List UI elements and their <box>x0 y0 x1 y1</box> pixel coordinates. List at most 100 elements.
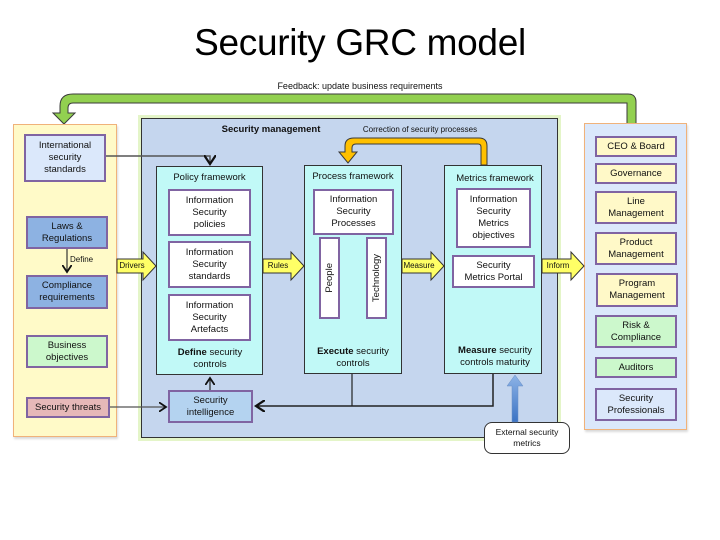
box-label-line: Compliance <box>610 331 662 343</box>
box-label-line: Security <box>336 206 371 217</box>
box-label-line: Management <box>609 290 665 301</box>
box-label-line: Artefacts <box>190 323 229 335</box>
box-label-line: Processes <box>331 218 376 229</box>
box-label: CEO & Board <box>607 141 665 153</box>
box-label-line: Risk & <box>622 319 650 331</box>
box-label-line: Management <box>608 207 664 219</box>
box-label-line: metrics <box>513 438 541 448</box>
policy-caption-bold: Define <box>177 347 207 358</box>
box-label-line: External security <box>495 427 559 437</box>
box-label-line: Information <box>185 299 234 311</box>
box-label-line: objectives <box>472 230 515 241</box>
box-label-line: Regulations <box>41 232 93 244</box>
policy-caption: Define security controls <box>170 347 250 371</box>
rules-arrow <box>262 250 305 282</box>
box-label-line: Management <box>608 248 664 260</box>
people-pillar: People <box>319 237 340 319</box>
box-label-line: Information <box>329 194 378 205</box>
policy-caption-rest: security controls <box>193 347 243 370</box>
process-caption-rest: security controls <box>336 346 389 369</box>
box-label-line: objectives <box>45 351 89 363</box>
metrics-caption-rest: security controls maturity <box>460 345 532 368</box>
box-label-line: Security <box>192 258 227 270</box>
box-label: Risk &Compliance <box>611 320 661 344</box>
metrics-caption-bold: Measure <box>458 345 497 356</box>
box-label-line: Security <box>192 206 227 218</box>
measure-label: Measure <box>403 261 435 270</box>
technology-pillar: Technology <box>366 237 387 319</box>
inform-arrow <box>541 250 585 282</box>
box-label-line: Product <box>619 236 653 248</box>
auditors-box: Auditors <box>595 357 677 378</box>
box-label-line: Security <box>192 311 227 323</box>
process-framework-title: Process framework <box>312 171 394 182</box>
box-label-line: Business <box>47 339 87 351</box>
box-label-line: security <box>48 152 82 163</box>
feedback-arrow <box>51 93 637 125</box>
box-label-line: Auditors <box>618 361 654 373</box>
metrics-feedback-line <box>256 374 494 406</box>
box-label-line: Metrics Portal <box>464 271 523 283</box>
box-label-line: Security <box>476 259 511 271</box>
standards-to-policy-line <box>106 156 210 164</box>
box-label: Governance <box>610 168 662 180</box>
governance-box: Governance <box>595 163 677 184</box>
security-threats-box: Security threats <box>26 397 110 418</box>
box-label-line: Information <box>185 246 234 258</box>
rules-label: Rules <box>267 261 289 270</box>
box-label-line: Line <box>627 195 645 207</box>
box-label-line: Information <box>185 194 234 206</box>
box-label-line: Governance <box>610 167 662 179</box>
box-label-line: intelligence <box>186 406 235 418</box>
box-label-line: Professionals <box>607 404 665 416</box>
correction-label: Correction of security processes <box>362 125 478 134</box>
policy-framework-title: Policy framework <box>173 172 246 183</box>
box-label-line: International <box>38 140 92 151</box>
risk-compliance-box: Risk &Compliance <box>595 315 677 348</box>
external-metrics-arrow <box>506 374 524 423</box>
box-label-line: standards <box>188 270 231 282</box>
feedback-label: Feedback: update business requirements <box>277 81 443 91</box>
box-label-line: standards <box>44 164 86 175</box>
ceo-board-box: CEO & Board <box>595 136 677 157</box>
box-label: Laws &Regulations <box>42 221 92 245</box>
security-management-title: Security management <box>221 124 321 135</box>
laws-regulations-box: Laws &Regulations <box>26 216 108 249</box>
box-label-line: Compliance <box>41 280 93 291</box>
drivers-label: Drivers <box>119 261 145 270</box>
box-label-line: Laws & <box>51 220 83 232</box>
box-label-line: Metrics <box>478 218 509 229</box>
box-label-line: Security <box>193 394 228 406</box>
metrics-framework-title: Metrics framework <box>456 173 534 184</box>
measure-arrow <box>401 250 445 282</box>
inform-label: Inform <box>546 261 570 270</box>
process-caption: Execute security controls <box>304 346 402 370</box>
